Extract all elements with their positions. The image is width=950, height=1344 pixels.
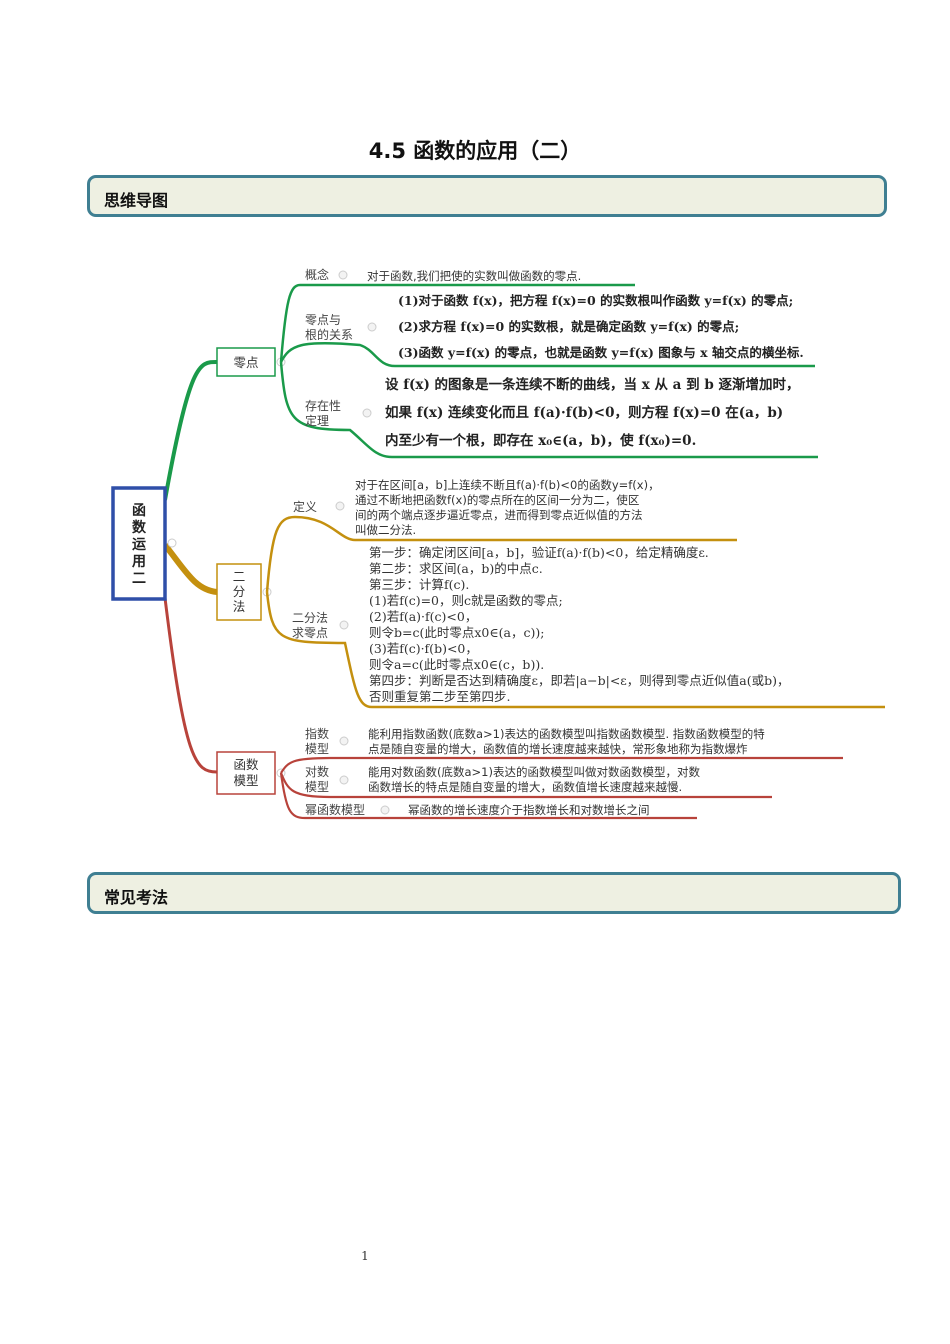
steps-line: 第三步：计算f(c). bbox=[369, 577, 469, 592]
existence-label: 存在性 bbox=[305, 399, 341, 413]
log-model-label: 模型 bbox=[305, 780, 329, 794]
definition-label: 定义 bbox=[293, 499, 317, 514]
steps-line: (2)若f(a)·f(c)<0， bbox=[369, 609, 477, 624]
steps-line: 第一步：确定闭区间[a，b]，验证f(a)·f(b)<0，给定精确度ε. bbox=[369, 545, 709, 560]
root-char: 用 bbox=[132, 554, 146, 570]
steps-line: 否则重复第二步至第四步. bbox=[369, 689, 510, 704]
connector-root-bisection bbox=[162, 543, 218, 595]
existence-line: 如果 f(x) 连续变化而且 f(a)·f(b)<0，则方程 f(x)=0 在(… bbox=[385, 404, 783, 421]
methods-section-title: 常见考法 bbox=[104, 888, 169, 907]
definition-line: 叫做二分法. bbox=[355, 523, 416, 537]
bisection-node-label: 分 bbox=[233, 584, 246, 599]
root-char: 运 bbox=[132, 537, 146, 553]
steps-line: (3)若f(c)·f(b)<0， bbox=[369, 641, 478, 656]
concept-label: 概念 bbox=[305, 267, 329, 282]
exp-model-line: 点是随自变量的增大，函数值的增长速度越来越快，常形象地称为指数爆炸 bbox=[368, 742, 748, 756]
bisection-node-label: 二 bbox=[233, 569, 246, 584]
relation-label: 根的关系 bbox=[305, 327, 353, 342]
steps-line: 则令b=c(此时零点x0∈(a，c)); bbox=[369, 625, 544, 640]
mindmap-section-title: 思维导图 bbox=[104, 191, 169, 210]
steps-label: 求零点 bbox=[292, 626, 328, 640]
concept-text: 对于函数,我们把使的实数叫做函数的零点. bbox=[367, 269, 581, 283]
log-model-label: 对数 bbox=[305, 764, 329, 779]
exp-model-label: 模型 bbox=[305, 742, 329, 756]
root-char: 数 bbox=[132, 519, 147, 536]
relation-line: (3)函数 y=f(x) 的零点，也就是函数 y=f(x) 图象与 x 轴交点的… bbox=[398, 345, 804, 360]
power-model-text: 幂函数的增长速度介于指数增长和对数增长之间 bbox=[408, 803, 650, 817]
root-char: 二 bbox=[132, 571, 146, 587]
connector-root-zero bbox=[163, 359, 218, 501]
existence-line: 内至少有一个根，即存在 x₀∈(a，b)，使 f(x₀)=0. bbox=[385, 432, 696, 449]
exp-model-line: 能利用指数函数(底数a>1)表达的函数模型叫指数函数模型. 指数函数模型的特 bbox=[368, 727, 765, 741]
bisection-node-label: 法 bbox=[233, 599, 246, 614]
steps-line: 第二步：求区间(a，b)的中点c. bbox=[369, 561, 543, 576]
methods-section-header: 常见考法 bbox=[87, 872, 901, 914]
log-model-line: 函数增长的特点是随自变量的增大，函数值增长速度越来越慢. bbox=[368, 780, 682, 794]
definition-line: 对于在区间[a，b]上连续不断且f(a)·f(b)<0的函数y=f(x)， bbox=[355, 478, 660, 492]
connector-root-models bbox=[163, 597, 218, 774]
zero-node bbox=[216, 347, 276, 377]
power-model-label: 幂函数模型 bbox=[305, 802, 365, 817]
exp-model-label: 指数 bbox=[305, 726, 329, 741]
bisection-node bbox=[216, 563, 262, 621]
existence-label: 定理 bbox=[305, 413, 329, 428]
models-node-label: 函数 bbox=[233, 757, 259, 772]
existence-line: 设 f(x) 的图象是一条连续不断的曲线，当 x 从 a 到 b 逐渐增加时， bbox=[385, 376, 799, 393]
root-char: 函 bbox=[132, 503, 146, 519]
mindmap-section-header: 思维导图 bbox=[87, 175, 887, 217]
zero-node-label: 零点 bbox=[233, 355, 258, 370]
relation-line: (1)对于函数 f(x)，把方程 f(x)=0 的实数根叫作函数 y=f(x) … bbox=[398, 293, 793, 308]
models-node bbox=[216, 751, 276, 795]
definition-line: 通过不断地把函数f(x)的零点所在的区间一分为二，使区 bbox=[355, 493, 639, 507]
steps-label: 二分法 bbox=[292, 611, 328, 625]
mind-map: 函 数 运 用 二 零点 概念 对于函数,我们把使的实数叫做函数的零点. 零点与… bbox=[111, 267, 885, 820]
steps-line: 第四步：判断是否达到精确度ε，即若|a−b|<ε，则得到零点近似值a(或b)， bbox=[369, 673, 790, 688]
log-model-line: 能用对数函数(底数a>1)表达的函数模型叫做对数函数模型，对数 bbox=[368, 765, 700, 779]
steps-line: 则令a=c(此时零点x0∈(c，b)). bbox=[369, 657, 544, 672]
definition-line: 间的两个端点逐步逼近零点，进而得到零点近似值的方法 bbox=[355, 508, 643, 522]
document-title: 4.5 函数的应用（二） bbox=[368, 139, 582, 163]
steps-line: (1)若f(c)=0，则c就是函数的零点; bbox=[369, 593, 563, 608]
relation-line: (2)求方程 f(x)=0 的实数根，就是确定函数 y=f(x) 的零点; bbox=[398, 319, 739, 334]
page-number: 1 bbox=[361, 1249, 369, 1263]
root-node bbox=[111, 486, 167, 601]
relation-label: 零点与 bbox=[305, 313, 341, 327]
models-node-label: 模型 bbox=[233, 773, 258, 788]
